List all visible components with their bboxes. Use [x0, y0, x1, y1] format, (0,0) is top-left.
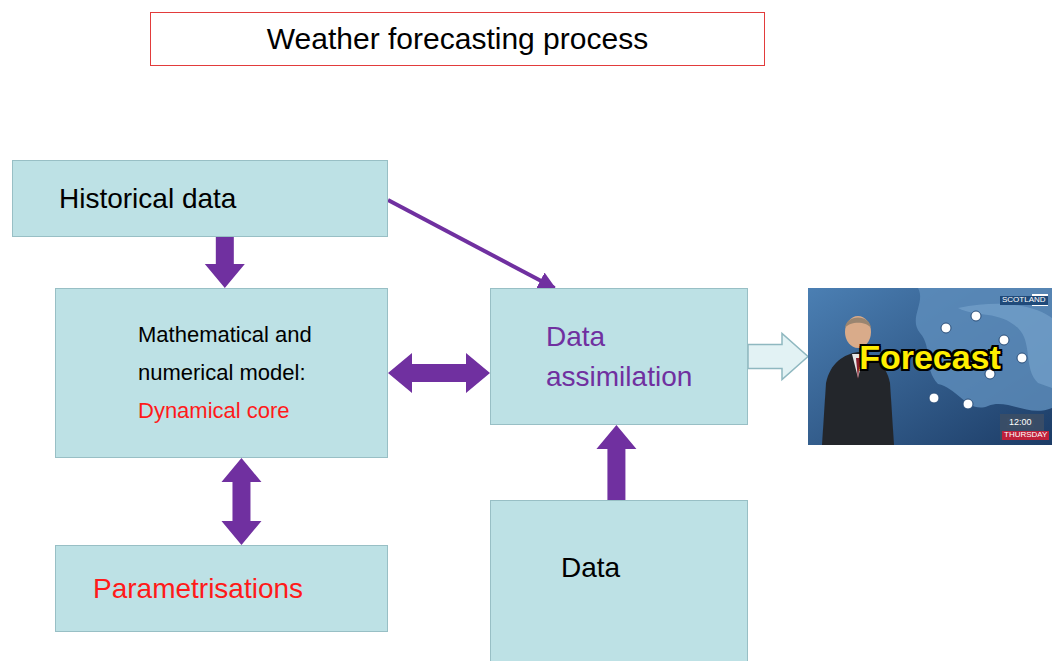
- block-arrow: [596, 425, 636, 500]
- box-text: Data: [561, 551, 620, 585]
- box-text: Data assimilation: [546, 317, 726, 397]
- title-box: Weather forecasting process: [150, 12, 765, 66]
- box-subtext: Dynamical core: [138, 392, 290, 430]
- data-box: Data: [490, 500, 748, 661]
- diagram-title: Weather forecasting process: [267, 22, 648, 56]
- forecast-text: Forecast: [859, 339, 1001, 376]
- block-arrow: [205, 237, 245, 288]
- process-box: Data assimilation: [490, 288, 748, 425]
- output-arrow: [748, 334, 808, 380]
- process-box: Historical data: [12, 160, 388, 237]
- block-arrow: [388, 353, 490, 393]
- region-tag: SCOTLAND: [1000, 296, 1048, 305]
- thin-arrow: [388, 200, 555, 288]
- block-arrow: [221, 458, 261, 545]
- box-text: Historical data: [59, 182, 236, 216]
- day-tag: THURSDAY: [1002, 431, 1049, 440]
- clock-time: 12:00: [1007, 418, 1034, 428]
- process-box: Parametrisations: [55, 545, 388, 632]
- model-box: Mathematical and numerical model:Dynamic…: [55, 288, 388, 458]
- box-text: Mathematical and numerical model:: [138, 316, 367, 392]
- box-text: Parametrisations: [93, 572, 303, 606]
